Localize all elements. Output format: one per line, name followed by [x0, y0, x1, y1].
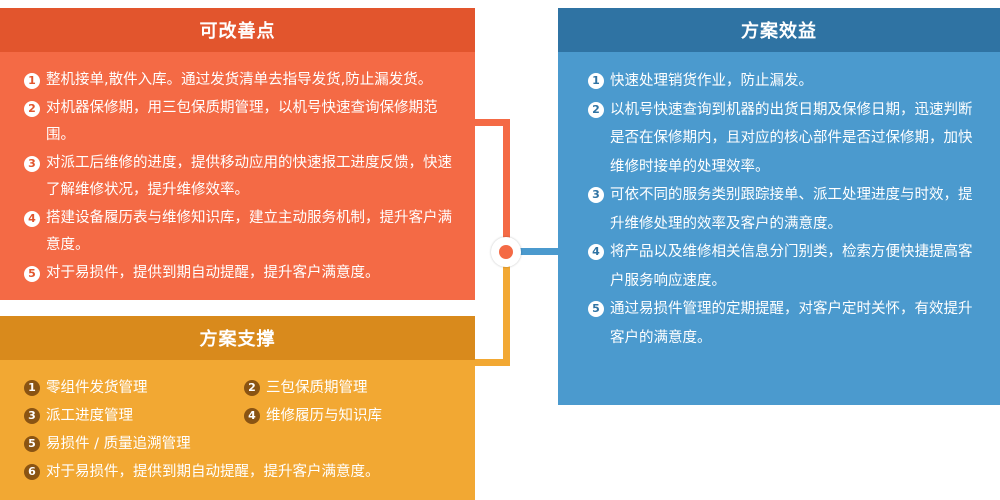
number-badge-icon: 3: [588, 187, 604, 203]
benefit-item: 4 将产品以及维修相关信息分门别类，检索方便快捷提高客户服务响应速度。: [588, 238, 984, 295]
improvements-title: 可改善点: [0, 8, 475, 52]
number-badge-icon: 4: [588, 244, 604, 260]
number-badge-icon: 5: [24, 436, 40, 452]
connector-support-vertical: [503, 251, 510, 366]
benefit-item: 1 快速处理销货作业，防止漏发。: [588, 67, 984, 96]
support-panel: 方案支撑 1 零组件发货管理 2 三包保质期管理 3 派工进度管理 4 维修履历…: [0, 316, 475, 500]
improvement-text: 整机接单,散件入库。通过发货清单去指导发货,防止漏发货。: [46, 72, 433, 88]
number-badge-icon: 3: [24, 155, 40, 172]
number-badge-icon: 3: [24, 408, 40, 424]
improvement-item: 1 整机接单,散件入库。通过发货清单去指导发货,防止漏发货。: [24, 67, 465, 95]
benefit-text: 快速处理销货作业，防止漏发。: [610, 73, 813, 89]
support-item: 1 零组件发货管理: [24, 374, 244, 402]
number-badge-icon: 4: [24, 210, 40, 227]
connector-benefit: [510, 248, 558, 255]
support-item: 3 派工进度管理: [24, 402, 244, 430]
support-text: 易损件 / 质量追溯管理: [46, 436, 191, 452]
connector-support: [475, 359, 510, 366]
improvement-item: 5 对于易损件，提供到期自动提醒，提升客户满意度。: [24, 260, 465, 288]
support-text: 对于易损件，提供到期自动提醒，提升客户满意度。: [46, 464, 380, 480]
benefit-item: 2 以机号快速查询到机器的出货日期及保修日期，迅速判断是否在保修期内，且对应的核…: [588, 96, 984, 182]
support-text: 派工进度管理: [46, 408, 133, 424]
support-grid: 1 零组件发货管理 2 三包保质期管理 3 派工进度管理 4 维修履历与知识库: [24, 374, 465, 430]
improvement-text: 对派工后维修的进度，提供移动应用的快速报工进度反馈，快速了解维修状况，提升维修效…: [46, 154, 452, 199]
benefits-list: 1 快速处理销货作业，防止漏发。 2 以机号快速查询到机器的出货日期及保修日期，…: [558, 52, 1000, 352]
number-badge-icon: 1: [24, 380, 40, 396]
support-text: 三包保质期管理: [266, 380, 368, 396]
support-item: 6 对于易损件，提供到期自动提醒，提升客户满意度。: [24, 458, 465, 486]
benefit-text: 可依不同的服务类别跟踪接单、派工处理进度与时效，提升维修处理的效率及客户的满意度…: [610, 187, 973, 232]
connector-improve-vertical: [503, 119, 510, 251]
support-text: 零组件发货管理: [46, 380, 148, 396]
benefit-text: 将产品以及维修相关信息分门别类，检索方便快捷提高客户服务响应速度。: [610, 244, 973, 289]
improvement-item: 3 对派工后维修的进度，提供移动应用的快速报工进度反馈，快速了解维修状况，提升维…: [24, 150, 465, 205]
number-badge-icon: 1: [24, 73, 40, 89]
number-badge-icon: 6: [24, 464, 40, 480]
number-badge-icon: 2: [24, 100, 40, 117]
improvements-panel: 可改善点 1 整机接单,散件入库。通过发货清单去指导发货,防止漏发货。 2 对机…: [0, 8, 475, 300]
benefit-text: 通过易损件管理的定期提醒，对客户定时关怀，有效提升客户的满意度。: [610, 301, 973, 346]
junction-node-center: [499, 245, 513, 259]
connector-improve: [475, 119, 509, 126]
junction-node-icon: [491, 237, 521, 267]
benefit-item: 5 通过易损件管理的定期提醒，对客户定时关怀，有效提升客户的满意度。: [588, 295, 984, 352]
support-list: 1 零组件发货管理 2 三包保质期管理 3 派工进度管理 4 维修履历与知识库 …: [0, 360, 475, 486]
support-item: 4 维修履历与知识库: [244, 402, 464, 430]
support-title: 方案支撑: [0, 316, 475, 360]
number-badge-icon: 2: [244, 380, 260, 396]
number-badge-icon: 4: [244, 408, 260, 424]
number-badge-icon: 1: [588, 73, 604, 89]
support-text: 维修履历与知识库: [266, 408, 382, 424]
support-item: 2 三包保质期管理: [244, 374, 464, 402]
number-badge-icon: 2: [588, 101, 604, 118]
improvement-text: 对机器保修期，用三包保质期管理，以机号快速查询保修期范围。: [46, 99, 438, 144]
benefit-text: 以机号快速查询到机器的出货日期及保修日期，迅速判断是否在保修期内，且对应的核心部…: [610, 101, 973, 175]
improvement-item: 2 对机器保修期，用三包保质期管理，以机号快速查询保修期范围。: [24, 95, 465, 150]
number-badge-icon: 5: [588, 301, 604, 317]
improvement-text: 对于易损件，提供到期自动提醒，提升客户满意度。: [46, 264, 380, 281]
benefit-item: 3 可依不同的服务类别跟踪接单、派工处理进度与时效，提升维修处理的效率及客户的满…: [588, 181, 984, 238]
support-item: 5 易损件 / 质量追溯管理: [24, 430, 465, 458]
benefits-title: 方案效益: [558, 8, 1000, 52]
improvements-list: 1 整机接单,散件入库。通过发货清单去指导发货,防止漏发货。 2 对机器保修期，…: [0, 52, 475, 287]
improvement-item: 4 搭建设备履历表与维修知识库，建立主动服务机制，提升客户满意度。: [24, 205, 465, 260]
improvement-text: 搭建设备履历表与维修知识库，建立主动服务机制，提升客户满意度。: [46, 209, 452, 254]
benefits-panel: 方案效益 1 快速处理销货作业，防止漏发。 2 以机号快速查询到机器的出货日期及…: [558, 8, 1000, 405]
number-badge-icon: 5: [24, 265, 40, 282]
